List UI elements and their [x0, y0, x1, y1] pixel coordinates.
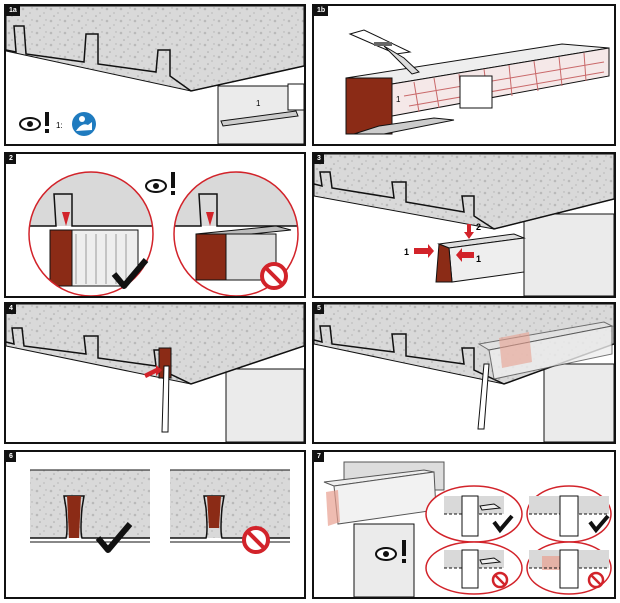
- step-tag: 2: [6, 154, 16, 164]
- joint-check-illustration: [30, 469, 290, 554]
- check-icon: [588, 514, 610, 534]
- arrow-label-up: 2: [476, 222, 481, 232]
- panel-6: 6: [4, 450, 306, 599]
- arrow-label-right: 1: [476, 254, 481, 264]
- exclamation-icon: [402, 540, 406, 563]
- step-tag: 1a: [6, 6, 20, 16]
- slab-illustration: 1: [6, 6, 304, 144]
- inspection-illustration: [28, 171, 299, 296]
- step-arrow-label: 1: [396, 95, 401, 104]
- check-icon: [95, 522, 133, 553]
- block-illustration: 1: [345, 29, 610, 135]
- panel-1a: 1a 1 1:: [4, 4, 306, 146]
- final-inspection-illustration: [323, 461, 612, 597]
- panel-1b: 1b 1: [312, 4, 616, 146]
- step-tag: 7: [314, 452, 324, 462]
- panel-7: 7: [312, 450, 616, 599]
- finishing-illustration: [314, 304, 614, 442]
- arrow-label-left: 1: [404, 247, 409, 257]
- step-tag: 6: [6, 452, 16, 462]
- exclamation-icon: [171, 172, 175, 195]
- placement-illustration: 1 1 2: [314, 154, 614, 296]
- check-icon: [492, 514, 514, 534]
- step-arrow-label: 1: [256, 99, 261, 108]
- panel-4: 4: [4, 302, 306, 444]
- sealing-illustration: [6, 304, 304, 442]
- eye-icon: [145, 179, 167, 193]
- step-tag: 3: [314, 154, 324, 164]
- prohibited-icon: [587, 571, 605, 589]
- panel-3: 3 1 1 2: [312, 152, 616, 298]
- prohibited-icon: [491, 571, 509, 589]
- trowel-icon: [161, 365, 170, 433]
- step-tag: 1b: [314, 6, 329, 16]
- prohibited-icon: [242, 526, 270, 554]
- prohibited-icon: [260, 262, 288, 290]
- step-tag: 4: [6, 304, 16, 314]
- step-tag: 5: [314, 304, 324, 314]
- eye-icon: [375, 547, 397, 561]
- panel-2: 2: [4, 152, 306, 298]
- panel-5: 5: [312, 302, 616, 444]
- check-icon: [111, 258, 149, 289]
